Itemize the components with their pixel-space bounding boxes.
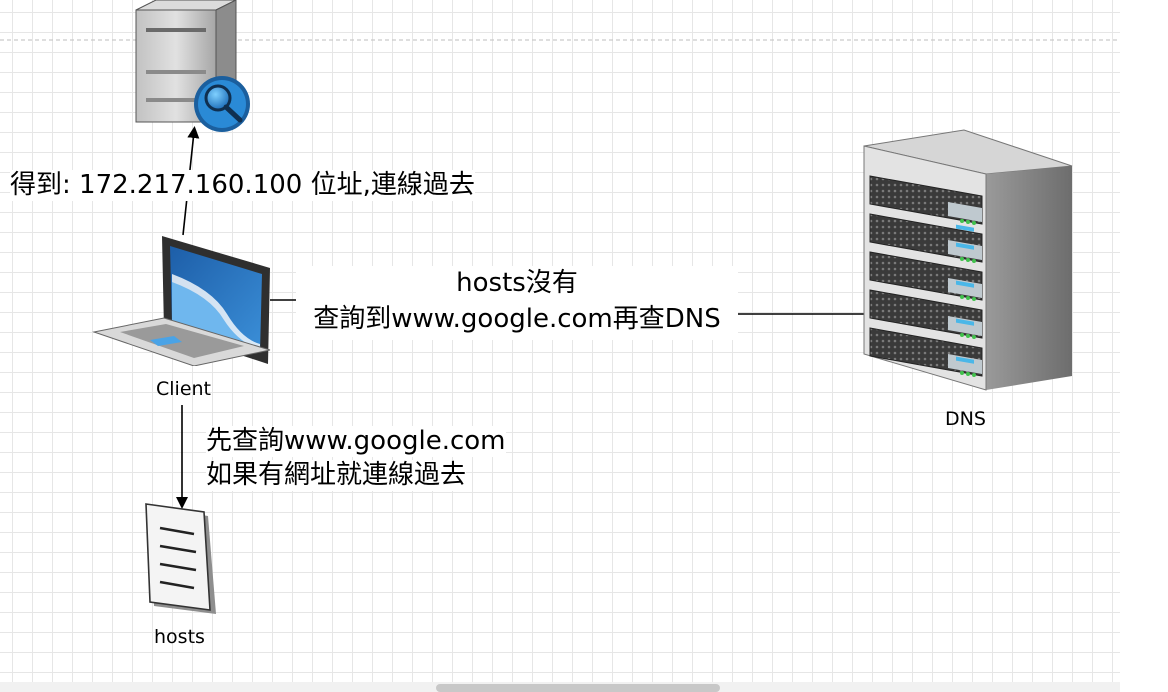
result-label: 得到: 172.217.160.100 位址,連線過去 [10,170,475,202]
rack-unit-2 [869,213,983,263]
dns-query-line1: hosts沒有 [456,268,578,298]
dns-query-line2: 查詢到www.google.com再查DNS [313,304,721,334]
hosts-node[interactable] [140,502,226,620]
dns-query-label: hosts沒有 查詢到www.google.com再查DNS [296,266,738,340]
scrollbar-thumb[interactable] [436,684,720,692]
rack-unit-3 [869,251,983,301]
web-server-node[interactable] [128,0,258,135]
hosts-query-line1: 先查詢www.google.com [206,426,506,458]
rack-unit-4 [869,289,983,339]
hosts-query-line2: 如果有網址就連線過去 [206,460,467,492]
client-label: Client [156,378,212,400]
laptop-icon [92,236,271,367]
client-node[interactable] [92,234,274,367]
dns-node[interactable] [862,128,1074,396]
server-rack-icon [863,129,1073,391]
rack-unit-1 [869,175,983,232]
web-server-search-icon [135,0,250,132]
hosts-label: hosts [154,626,205,648]
rack-unit-5 [869,327,983,377]
dns-label: DNS [945,408,986,430]
document-icon [145,503,216,614]
canvas-margin [1120,0,1168,692]
